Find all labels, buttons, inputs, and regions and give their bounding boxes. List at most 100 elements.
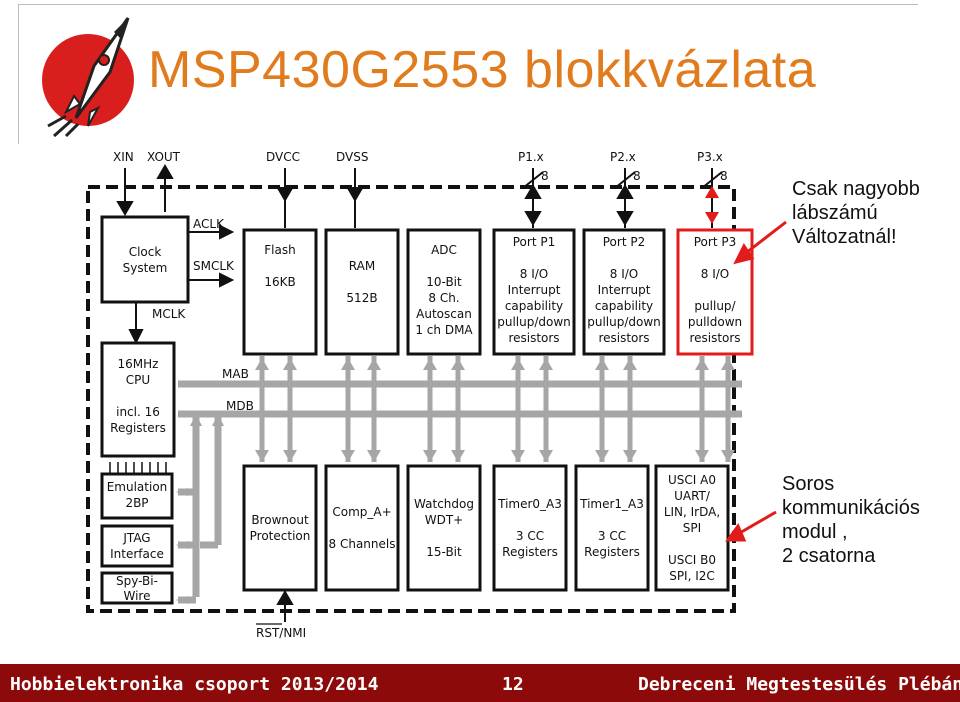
port3-line-4: pullup/: [694, 299, 736, 313]
usci-line-0: USCI A0: [668, 473, 716, 487]
usci-line-5: USCI B0: [668, 553, 716, 567]
port3-note: Csak nagyobb lábszámú Változatnál!: [792, 177, 920, 249]
pin-p1-label: P1.x: [518, 150, 544, 164]
ram-line-0: RAM: [349, 259, 375, 273]
rocket-logo-icon: [42, 17, 134, 138]
watchdog-line-3: 15-Bit: [426, 545, 462, 559]
emulation-block: [100, 472, 174, 520]
comp-line-2: 8 Channels: [329, 537, 396, 551]
usci-line-3: SPI: [683, 521, 701, 535]
ram-line-2: 512B: [346, 291, 377, 305]
jtag-line-1: Interface: [110, 547, 164, 561]
usci-note-line-3: 2 csatorna: [782, 545, 876, 567]
external-pins: [116, 164, 723, 622]
port2-line-0: Port P2: [603, 235, 645, 249]
pin-rst-label: RST/NMI: [256, 626, 306, 640]
flash-line-0: Flash: [264, 243, 295, 257]
block-diagram: XIN XOUT DVCC DVSS P1.x P2.x P3.x 8 8 8 …: [86, 150, 787, 640]
pin-p2-width: 8: [633, 169, 641, 183]
spybiwire-block: [100, 571, 174, 605]
jtag-block: [100, 524, 174, 568]
callout-arrows: [725, 220, 787, 542]
flash-line-2: 16KB: [264, 275, 295, 289]
adc-line-2: 10-Bit: [426, 275, 462, 289]
adc-block: [406, 228, 482, 356]
port3-line-0: Port P3: [694, 235, 736, 249]
timer0-block: [492, 464, 568, 592]
mclk-label: MCLK: [152, 307, 186, 321]
cpu-line-3: incl. 16: [116, 405, 160, 419]
usci-line-6: SPI, I2C: [669, 569, 715, 583]
adc-line-4: Autoscan: [416, 307, 472, 321]
pin-dvcc-label: DVCC: [266, 150, 300, 164]
bus-arrowheads: [176, 358, 735, 604]
port1-line-0: Port P1: [513, 235, 555, 249]
adc-line-0: ADC: [431, 243, 457, 257]
pin-p2-label: P2.x: [610, 150, 636, 164]
mdb-label: MDB: [226, 399, 254, 413]
adc-line-3: 8 Ch.: [428, 291, 459, 305]
comp-line-0: Comp_A+: [332, 505, 391, 519]
port3-note-line-1: lábszámú: [792, 202, 878, 224]
adc-line-5: 1 ch DMA: [415, 323, 473, 337]
footer-right-text: Debreceni Megtestesülés Plébánia: [638, 674, 960, 695]
port1-line-5: pullup/down: [497, 315, 571, 329]
pin-dvss-label: DVSS: [336, 150, 368, 164]
timer1-line-0: Timer1_A3: [579, 497, 644, 511]
bus-drops: [259, 356, 731, 462]
pin-p1-width: 8: [541, 169, 549, 183]
watchdog-block: [406, 464, 482, 592]
footer-bar: Hobbielektronika csoport 2013/2014 12 De…: [0, 664, 960, 702]
clock-line-0: Clock: [129, 245, 162, 259]
port2-line-6: resistors: [598, 331, 649, 345]
slide-frame-left: [18, 4, 19, 144]
timer0-line-2: 3 CC: [516, 529, 544, 543]
pin-xin-label: XIN: [113, 150, 134, 164]
port1-line-4: capability: [505, 299, 563, 313]
timer1-block: [574, 464, 650, 592]
cpu-line-0: 16MHz: [118, 357, 159, 371]
port3-pin-arrows: [705, 186, 719, 224]
cpu-block: [100, 341, 176, 458]
brownout-line-0: Brownout: [251, 513, 309, 527]
flash-block: [242, 228, 318, 356]
brownout-block: [242, 464, 318, 592]
emulation-pins: [109, 462, 167, 474]
port1-line-2: 8 I/O: [520, 267, 548, 281]
page-title: MSP430G2553 blokkvázlata: [148, 41, 817, 99]
usci-note-line-0: Soros: [782, 473, 835, 495]
port3-note-line-0: Csak nagyobb: [792, 178, 920, 200]
port1-block: [492, 228, 576, 356]
port3-line-2: 8 I/O: [701, 267, 729, 281]
brownout-line-1: Protection: [250, 529, 311, 543]
watchdog-line-0: Watchdog: [414, 497, 474, 511]
pin-p3-label: P3.x: [697, 150, 723, 164]
page-number: 12: [502, 674, 524, 695]
port3-line-6: resistors: [689, 331, 740, 345]
aclk-label: ACLK: [193, 217, 225, 231]
port2-line-2: 8 I/O: [610, 267, 638, 281]
port2-line-5: pullup/down: [587, 315, 661, 329]
watchdog-line-1: WDT+: [425, 513, 464, 527]
jtag-line-0: JTAG: [122, 531, 150, 545]
pin-xout-label: XOUT: [147, 150, 181, 164]
slide-frame-top: [18, 4, 918, 5]
footer-left-text: Hobbielektronika csoport 2013/2014: [10, 674, 379, 695]
cpu-line-1: CPU: [126, 373, 150, 387]
usci-note: Soros kommunikációs modul , 2 csatorna: [782, 472, 920, 568]
module-blocks: [100, 215, 730, 605]
clock-signals: [128, 224, 235, 345]
port3-line-5: pulldown: [688, 315, 742, 329]
timer1-line-2: 3 CC: [598, 529, 626, 543]
emulation-line-1: 2BP: [125, 496, 148, 510]
port3-block: [676, 228, 754, 356]
port2-line-4: capability: [595, 299, 653, 313]
mab-label: MAB: [222, 367, 249, 381]
usci-line-1: UART/: [674, 489, 711, 503]
usci-note-line-1: kommunikációs: [782, 497, 920, 519]
usci-line-2: LIN, IrDA,: [664, 505, 720, 519]
usci-block: [654, 464, 730, 592]
spybi-line-1: Wire: [124, 589, 151, 603]
clock-line-1: System: [123, 261, 168, 275]
timer1-line-3: Registers: [584, 545, 640, 559]
